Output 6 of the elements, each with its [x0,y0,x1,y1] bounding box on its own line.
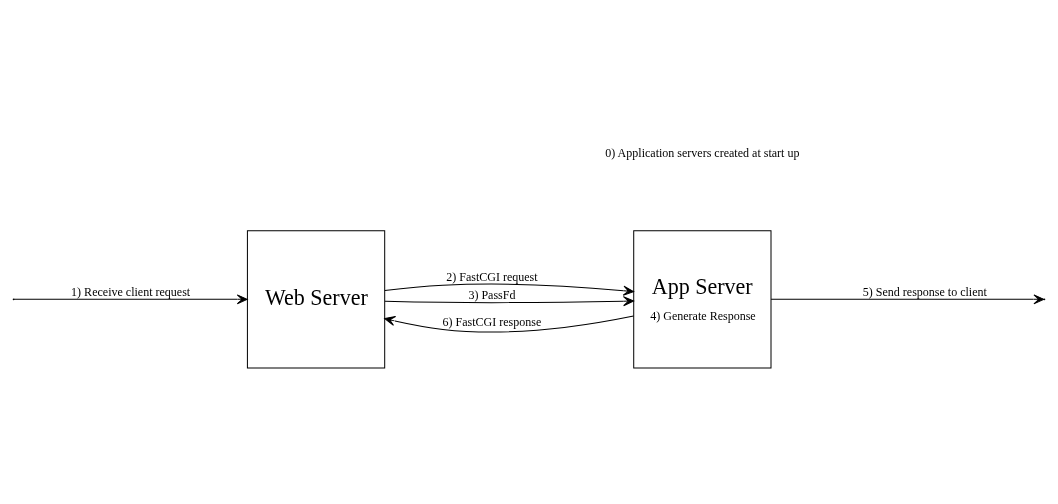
edge-label: 2) FastCGI request [446,269,538,284]
edge-label: 3) PassFd [468,287,516,302]
label: 0) Application servers created at start up [605,146,800,161]
edge-label: 1) Receive client request [71,284,191,299]
edge-label: 5) Send response to client [862,284,987,299]
edge-label: 6) FastCGI response [442,315,542,329]
